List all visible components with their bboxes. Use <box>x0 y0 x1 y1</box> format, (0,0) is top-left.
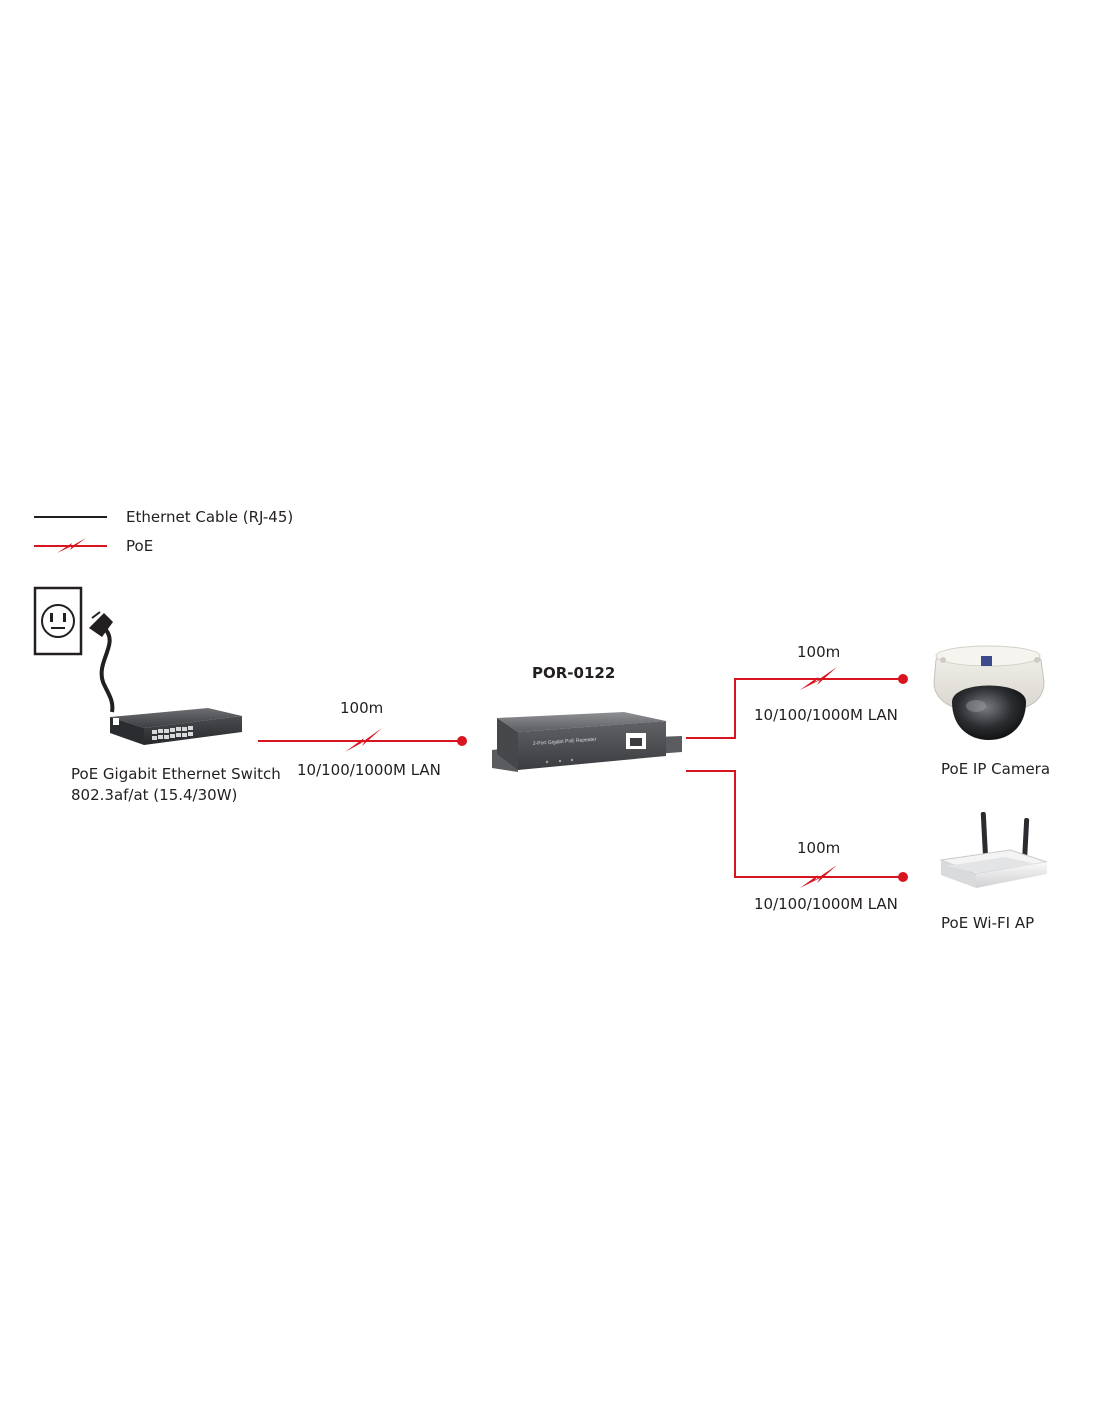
poe-repeater-icon: 2-Port Gigabit PoE Repeater <box>492 712 682 772</box>
switch-spec: 802.3af/at (15.4/30W) <box>71 786 238 804</box>
wifi-ap-icon <box>939 811 1048 888</box>
link-3-speed: 10/100/1000M LAN <box>754 895 898 913</box>
poe-link-switch-repeater <box>258 728 467 752</box>
legend-poe-label: PoE <box>126 537 154 555</box>
link-2-distance: 100m <box>797 643 841 661</box>
link-2-speed: 10/100/1000M LAN <box>754 706 898 724</box>
camera-label: PoE IP Camera <box>941 760 1051 778</box>
link-1-distance: 100m <box>340 699 384 717</box>
poe-bolt-icon <box>57 538 86 553</box>
poe-bolt-icon <box>800 667 837 690</box>
link-3-distance: 100m <box>797 839 841 857</box>
power-outlet-icon <box>33 586 83 656</box>
ip-camera-icon <box>933 645 1045 740</box>
legend-poe-line <box>34 538 107 553</box>
svg-text:2-Port Gigabit PoE Repeater: 2-Port Gigabit PoE Repeater <box>533 737 597 747</box>
poe-bolt-icon <box>800 865 837 888</box>
link-1-speed: 10/100/1000M LAN <box>297 761 441 779</box>
switch-name: PoE Gigabit Ethernet Switch <box>71 765 281 783</box>
legend-ethernet-label: Ethernet Cable (RJ-45) <box>126 508 294 526</box>
power-plug-icon <box>89 611 115 713</box>
poe-bolt-icon <box>345 728 382 752</box>
poe-link-repeater-camera <box>686 667 908 739</box>
poe-link-repeater-ap <box>686 770 908 888</box>
ap-label: PoE Wi-FI AP <box>941 914 1035 932</box>
poe-switch-icon <box>110 708 242 745</box>
repeater-model: POR-0122 <box>532 664 616 682</box>
